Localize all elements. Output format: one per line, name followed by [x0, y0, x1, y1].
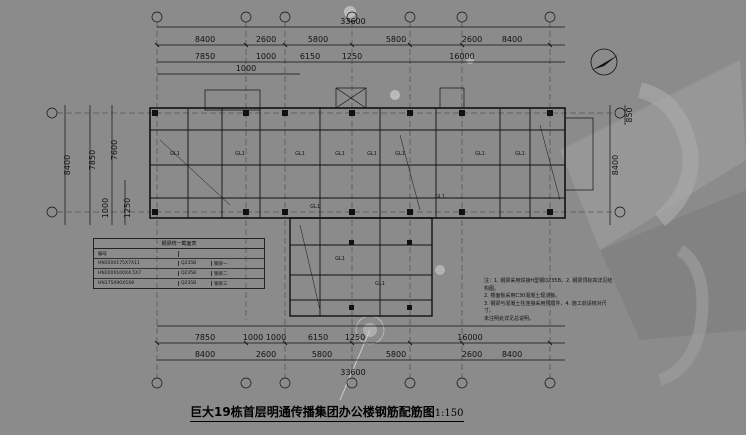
top-dim-4: 5800 [386, 35, 406, 44]
beam-label: GL1 [375, 281, 385, 287]
bottom-overall-dim: 33600 [340, 368, 365, 377]
beam-label: GL1 [235, 151, 245, 157]
table-row: HN350X175X7X11 Q235B 钢梁一 [94, 259, 264, 269]
table-row: HN175X90X5X8 Q235B 钢梁三 [94, 279, 264, 288]
bottom-dim-5: 1250 [345, 333, 365, 342]
bottom-dim-1: 7850 [195, 333, 215, 342]
top-dim-8: 1000 [256, 52, 276, 61]
table-row: HN200X100X4.5X7 Q235B 钢梁二 [94, 269, 264, 279]
top-dim-7: 7850 [195, 52, 215, 61]
top-dim-11: 16000 [449, 52, 474, 61]
top-dim-12: 1000 [236, 64, 256, 73]
drawing-title-text: 巨大19栋首层明通传播集团办公楼钢筋配筋图 [190, 405, 435, 419]
beam-label: GL1 [435, 194, 445, 200]
note-line: 注：1. 钢梁采用焊接H型钢Q235B，2. 钢梁顶标高详见结构图。 [484, 278, 613, 292]
beam-label: GL1 [310, 204, 320, 210]
note-line: 未注明处详见总说明。 [484, 315, 535, 322]
bottom-dim-11: 2600 [462, 350, 482, 359]
bottom-dim-7: 8400 [195, 350, 215, 359]
right-small-dim: 850 [625, 107, 634, 122]
drawing-scale: 1:150 [434, 408, 464, 419]
beam-label: GL1 [515, 151, 525, 157]
bottom-dim-9: 5800 [312, 350, 332, 359]
bottom-dim-8: 2600 [256, 350, 276, 359]
note-line: 3. 钢梁与混凝土柱连接采用预埋件，4. 施工前请核对尺寸。 [484, 300, 607, 315]
north-arrow-icon [590, 48, 618, 76]
beam-label: GL1 [335, 256, 345, 262]
bottom-dim-2: 1000 [243, 333, 263, 342]
top-dim-2: 2600 [256, 35, 276, 44]
bottom-dim-10: 5800 [386, 350, 406, 359]
bottom-dim-6: 16000 [457, 333, 482, 342]
top-dim-3: 5800 [308, 35, 328, 44]
beam-label: GL1 [335, 151, 345, 157]
top-dim-9: 6150 [300, 52, 320, 61]
beam-label: GL1 [475, 151, 485, 157]
left-inner-dim: 7600 [110, 140, 119, 160]
top-overall-dim: 33600 [340, 17, 365, 26]
top-dim-10: 1250 [342, 52, 362, 61]
drawing-title: 巨大19栋首层明通传播集团办公楼钢筋配筋图1:150 [190, 403, 464, 422]
drawing-notes: 注：1. 钢梁采用焊接H型钢Q235B，2. 钢梁顶标高详见结构图。 2. 楼面… [484, 278, 614, 323]
beam-label: GL1 [170, 151, 180, 157]
left-mid-dim: 7850 [88, 150, 97, 170]
bottom-dim-12: 8400 [502, 350, 522, 359]
note-line: 2. 楼面板采用C30混凝土现浇板。 [484, 293, 561, 299]
beam-label: GL1 [395, 151, 405, 157]
table-header-row: 编号 [94, 249, 264, 259]
table-caption: 钢梁统一截面表 [94, 239, 264, 249]
beam-label: GL1 [295, 151, 305, 157]
beam-section-table: 钢梁统一截面表 编号 HN350X175X7X11 Q235B 钢梁一 HN20… [93, 238, 265, 289]
table-header: 编号 [94, 250, 179, 257]
beam-label: GL1 [367, 151, 377, 157]
dandelion-decoration [339, 6, 474, 401]
left-small-dim-1: 1000 [101, 198, 110, 218]
top-dim-6: 8400 [502, 35, 522, 44]
left-outer-dim: 8400 [63, 155, 72, 175]
right-outer-dim: 8400 [611, 155, 620, 175]
bottom-dim-4: 6150 [308, 333, 328, 342]
top-dim-5: 2600 [462, 35, 482, 44]
top-dim-1: 8400 [195, 35, 215, 44]
bottom-dim-3: 1000 [266, 333, 286, 342]
left-small-dim-2: 1250 [123, 198, 132, 218]
